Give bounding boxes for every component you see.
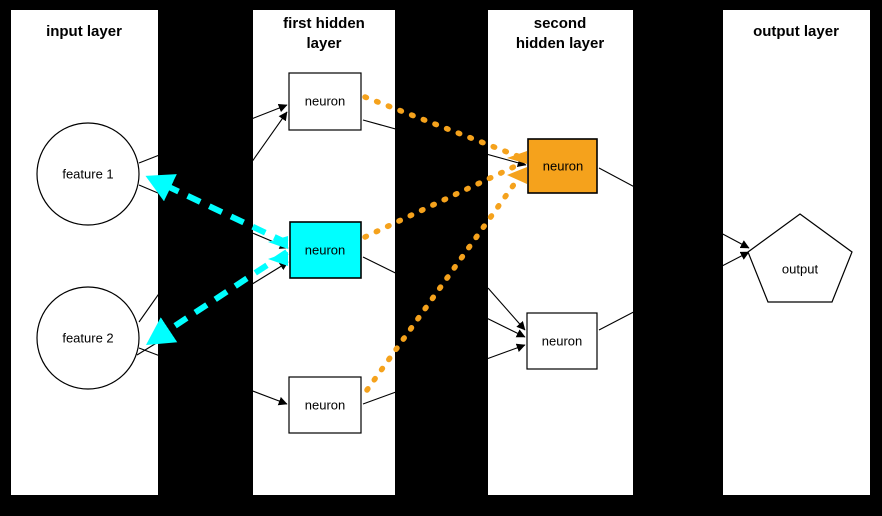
arrowhead-orange-into-hidden2-neuron1-upper bbox=[507, 151, 527, 164]
node-feature-1-label: feature 1 bbox=[62, 166, 113, 181]
node-hidden2-neuron-1-label: neuron bbox=[543, 158, 583, 173]
node-hidden1-neuron-2[interactable] bbox=[289, 221, 362, 279]
edge-hidden1-neuron3-to-hidden2-neuron2 bbox=[362, 343, 526, 405]
edge-hidden1-neuron1-to-hidden2-neuron1 bbox=[362, 119, 527, 168]
node-hidden1-neuron-3-label: neuron bbox=[305, 397, 345, 412]
first-hidden-layer-nodes: neuron neuron neuron bbox=[288, 72, 362, 434]
edge-crossing-to-hidden2-neuron2 bbox=[487, 287, 526, 331]
edge-highlight-hidden1-neuron1-to-hidden2-neuron1 bbox=[362, 94, 523, 160]
edge-hidden2-neuron2-to-output bbox=[598, 251, 750, 331]
arrowhead-cyan-into-hidden1-neuron2-lower bbox=[268, 252, 288, 266]
edge-hidden1-neuron2-to-hidden2-neuron2 bbox=[362, 256, 526, 338]
edge-feature1-to-hidden1-neuron1 bbox=[138, 103, 288, 164]
node-output[interactable] bbox=[747, 213, 853, 303]
node-hidden2-neuron-2-label: neuron bbox=[542, 333, 582, 348]
input-layer-nodes: feature 1 feature 2 bbox=[36, 122, 140, 390]
edge-backprop-hidden1-neuron2-to-feature2 bbox=[145, 249, 289, 345]
backward-highlight-edges bbox=[145, 174, 289, 345]
node-feature-2[interactable] bbox=[36, 286, 140, 390]
second-hidden-layer-nodes: neuron neuron bbox=[526, 138, 598, 370]
node-feature-2-label: feature 2 bbox=[62, 330, 113, 345]
title-first-hidden-layer-line2: layer bbox=[306, 35, 341, 52]
arrowhead-cyan-into-hidden1-neuron2-upper bbox=[268, 236, 288, 249]
node-output-label: output bbox=[782, 261, 819, 276]
node-hidden1-neuron-3[interactable] bbox=[288, 376, 362, 434]
title-output-layer: output layer bbox=[753, 23, 839, 40]
node-hidden2-neuron-1[interactable] bbox=[527, 138, 598, 194]
node-hidden1-neuron-2-label: neuron bbox=[305, 242, 345, 257]
edge-backprop-hidden1-neuron2-to-feature1 bbox=[145, 174, 289, 246]
panel-second-hidden-layer[interactable] bbox=[488, 10, 633, 495]
edge-feature2-to-hidden1-neuron3 bbox=[138, 347, 288, 406]
edge-hidden2-neuron1-to-output bbox=[598, 167, 750, 249]
forward-highlight-edges bbox=[362, 94, 527, 393]
title-input-layer: input layer bbox=[46, 23, 122, 40]
arrowhead-orange-into-hidden2-neuron1-lower bbox=[507, 167, 527, 184]
edge-feature2-to-hidden1-neuron1 bbox=[138, 111, 288, 323]
node-hidden1-neuron-1-label: neuron bbox=[305, 93, 345, 108]
node-hidden1-neuron-1[interactable] bbox=[288, 72, 362, 131]
output-layer-nodes: output bbox=[747, 213, 853, 303]
node-hidden2-neuron-2[interactable] bbox=[526, 312, 598, 370]
node-feature-1[interactable] bbox=[36, 122, 140, 226]
panel-input-layer[interactable] bbox=[11, 10, 158, 495]
title-second-hidden-layer-line2: hidden layer bbox=[516, 35, 605, 52]
title-second-hidden-layer-line1: second bbox=[534, 15, 587, 32]
layer-titles: input layer first hidden layer second hi… bbox=[46, 15, 839, 52]
edge-highlight-hidden1-neuron2-to-hidden2-neuron1 bbox=[362, 161, 523, 240]
title-first-hidden-layer-line1: first hidden bbox=[283, 15, 365, 32]
